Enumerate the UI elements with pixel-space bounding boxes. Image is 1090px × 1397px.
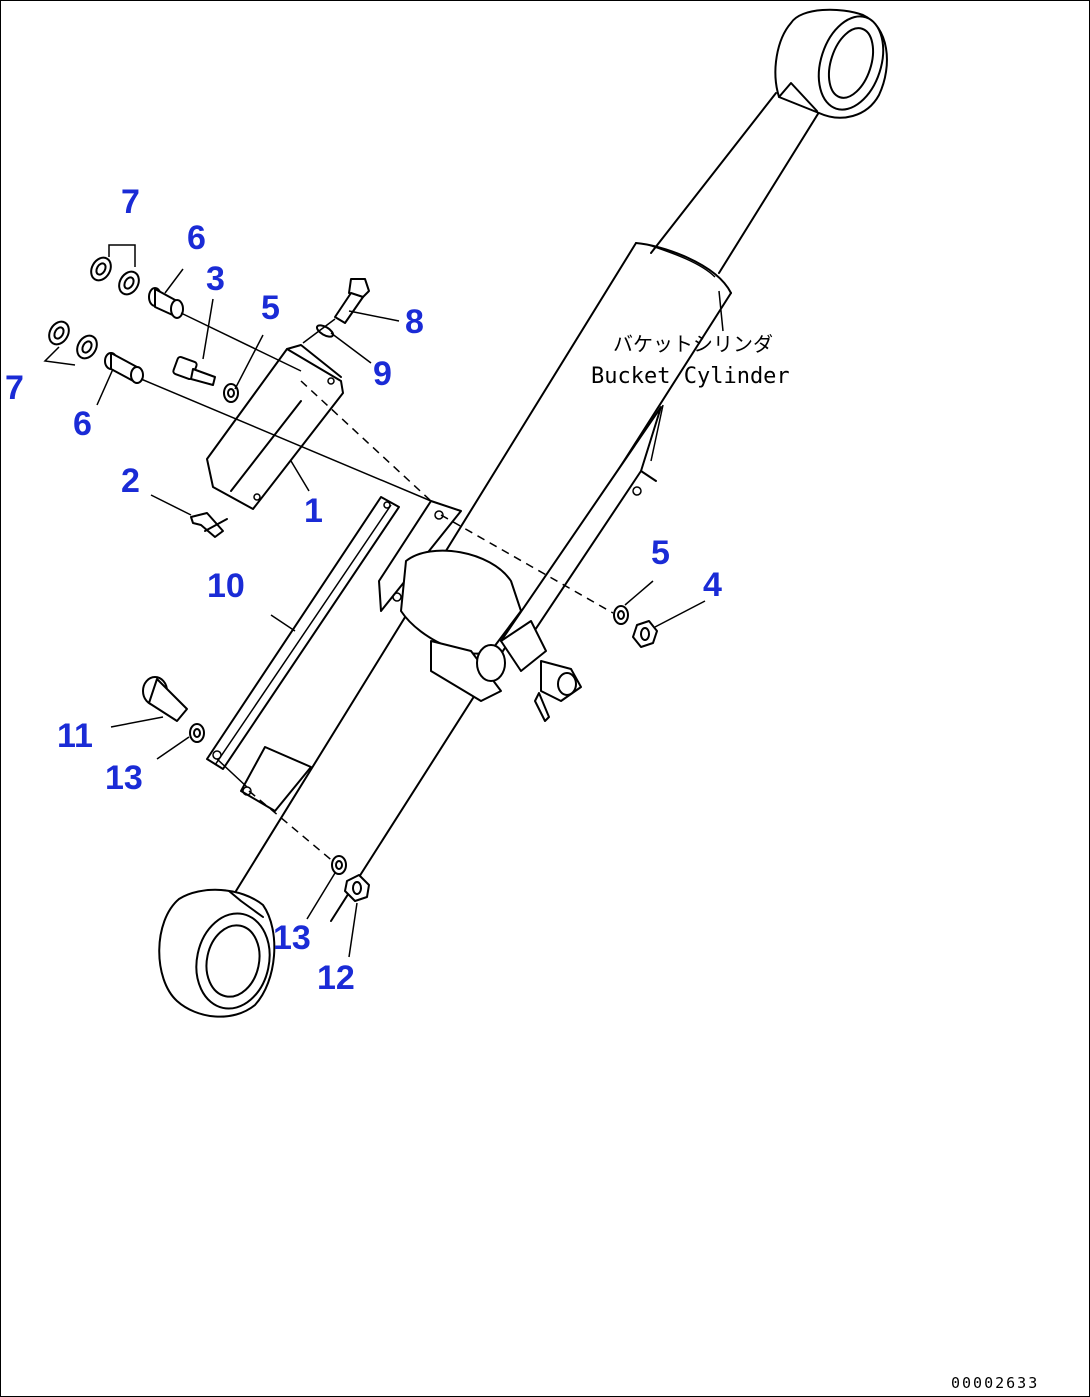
part-8-bolt bbox=[334, 278, 370, 324]
side-guard bbox=[500, 406, 662, 652]
callout-4: 4 bbox=[703, 566, 722, 604]
callout-13-lower: 13 bbox=[273, 919, 311, 957]
callout-8: 8 bbox=[405, 303, 424, 341]
rod-end-eye bbox=[774, 8, 888, 119]
drawing-number: 00002633 bbox=[951, 1374, 1039, 1392]
part-1-cover bbox=[206, 344, 344, 510]
callout-12: 12 bbox=[317, 959, 355, 997]
callout-11: 11 bbox=[57, 717, 93, 755]
part-7-washers-upper bbox=[90, 244, 140, 296]
part-13-washer-lower bbox=[331, 855, 347, 875]
part-4-nut bbox=[632, 620, 658, 648]
part-6-connector-upper bbox=[148, 287, 184, 319]
part-9-washer bbox=[315, 324, 335, 338]
caption-japanese: バケットシリンダ bbox=[613, 332, 773, 356]
part-2-clip bbox=[190, 512, 228, 538]
part-5-washer-right bbox=[613, 605, 629, 625]
cylinder-rod bbox=[650, 92, 822, 274]
part-7-washers-lower bbox=[43, 320, 98, 366]
callout-5-right: 5 bbox=[651, 534, 670, 572]
callout-6-lower: 6 bbox=[73, 405, 92, 443]
head-end-eye bbox=[158, 888, 276, 1018]
callout-10: 10 bbox=[207, 567, 245, 605]
assembly-lines bbox=[140, 312, 614, 864]
sensor-housing bbox=[378, 500, 582, 722]
part-3-bolt bbox=[172, 355, 216, 386]
part-11-bolt bbox=[142, 676, 188, 722]
callout-7-lower: 7 bbox=[5, 369, 24, 407]
callout-2: 2 bbox=[121, 462, 140, 500]
callout-9: 9 bbox=[373, 355, 392, 393]
part-5-washer-left bbox=[223, 383, 239, 403]
callout-1: 1 bbox=[304, 492, 323, 530]
callout-7-upper: 7 bbox=[121, 183, 140, 221]
callout-5-left: 5 bbox=[261, 289, 280, 327]
callout-numbers: 1 2 3 4 5 5 6 6 7 7 8 9 10 11 12 13 13 bbox=[5, 183, 722, 997]
callout-6-upper: 6 bbox=[187, 219, 206, 257]
leader-lines bbox=[96, 268, 724, 958]
callout-13-upper: 13 bbox=[105, 759, 143, 797]
part-10-bar bbox=[206, 496, 400, 770]
caption-english: Bucket Cylinder bbox=[591, 364, 790, 389]
callout-3: 3 bbox=[206, 260, 225, 298]
part-6-connector-lower bbox=[104, 352, 144, 384]
part-13-washer-upper bbox=[189, 723, 205, 743]
lower-bracket bbox=[240, 746, 312, 812]
part-12-nut bbox=[344, 874, 370, 902]
